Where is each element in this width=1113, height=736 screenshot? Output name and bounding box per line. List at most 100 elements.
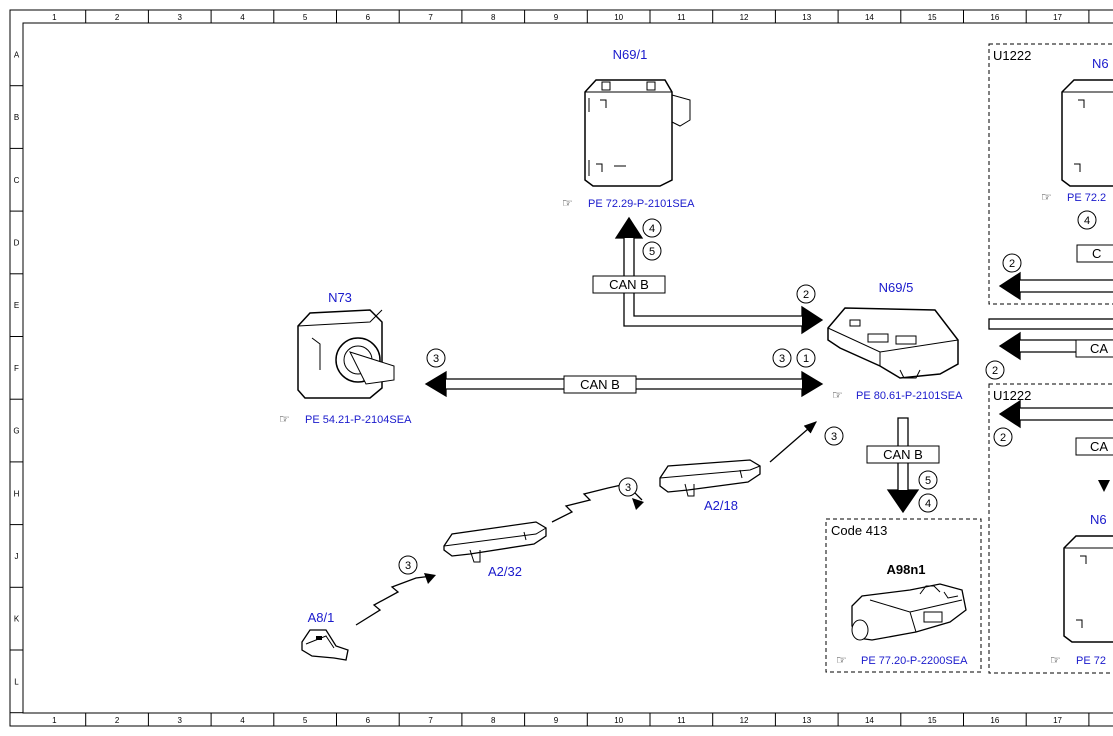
column-number: 12 [740, 13, 749, 22]
svg-text:4: 4 [925, 498, 931, 510]
column-number: 3 [178, 13, 183, 22]
column-number: 2 [115, 13, 120, 22]
n69-1-label: N69/1 [613, 47, 648, 62]
marker-4-top: 4 [642, 218, 662, 238]
n73-ref-text: PE 54.21-P-2104SEA [305, 414, 412, 426]
column-number: 6 [366, 716, 371, 725]
n69-5-ref: ☞ PE 80.61-P-2101SEA [832, 388, 963, 402]
column-number: 10 [614, 716, 623, 725]
svg-text:4: 4 [1084, 215, 1090, 227]
a98n1-motor [851, 583, 967, 641]
column-number: 16 [990, 13, 999, 22]
column-number: 5 [303, 716, 308, 725]
row-letter: C [14, 176, 20, 185]
pointing-hand-icon: ☞ [1050, 653, 1061, 667]
pointing-hand-icon: ☞ [836, 653, 847, 667]
marker-2-right-top: 2 [1002, 253, 1022, 273]
row-letter: E [14, 301, 19, 310]
n6-bottom-label: N6 [1090, 512, 1107, 527]
code-413-box: Code 413 [825, 518, 982, 673]
n6-bottom-ref: ☞ PE 72 [1050, 653, 1106, 667]
marker-2-n69-5: 2 [796, 284, 816, 304]
pointing-hand-icon: ☞ [832, 388, 843, 402]
u1222-bottom-label: U1222 [993, 388, 1031, 403]
n69-1-ref: ☞ PE 72.29-P-2101SEA [562, 196, 695, 210]
column-number: 16 [990, 716, 999, 725]
can-right-mid-upper-connector [988, 318, 1113, 330]
marker-5-down: 5 [918, 470, 938, 490]
column-number: 3 [178, 716, 183, 725]
column-number: 6 [366, 13, 371, 22]
n69-5-ref-text: PE 80.61-P-2101SEA [856, 390, 963, 402]
n69-5-label: N69/5 [879, 280, 914, 295]
n6-bottom-ref-text: PE 72 [1076, 655, 1106, 667]
column-number: 9 [554, 716, 559, 725]
n73-ref: ☞ PE 54.21-P-2104SEA [279, 412, 412, 426]
marker-3-arrow: 3 [824, 426, 844, 446]
n73-ignition-switch [297, 309, 395, 399]
can-labels: CAN B CAN B CAN B CA C CA [563, 244, 1113, 464]
row-letter: J [15, 552, 19, 561]
marker-5-top: 5 [642, 241, 662, 261]
column-number: 10 [614, 13, 623, 22]
column-number: 8 [491, 716, 496, 725]
can-b-label-mid: CAN B [580, 377, 620, 392]
column-number: 15 [928, 716, 937, 725]
a8-1-key-fob [301, 629, 349, 661]
column-number: 5 [303, 13, 308, 22]
svg-text:3: 3 [779, 353, 785, 365]
column-number: 4 [240, 716, 245, 725]
row-letter: B [14, 113, 19, 122]
svg-text:3: 3 [831, 431, 837, 443]
column-number: 7 [428, 13, 433, 22]
n6-top-module [1061, 79, 1113, 187]
svg-text:1: 1 [803, 353, 809, 365]
u1222-bottom-box: U1222 [988, 383, 1113, 674]
row-letter: A [14, 50, 20, 59]
arrowheads [426, 218, 1110, 512]
n69-5-module [827, 307, 959, 379]
row-letter: G [13, 427, 19, 436]
code-413-label: Code 413 [831, 523, 887, 538]
n6-top-ref-text: PE 72.2 [1067, 192, 1106, 204]
n69-1-module [584, 79, 691, 187]
row-letter: K [14, 615, 20, 624]
a2-18-label: A2/18 [704, 498, 738, 513]
column-number: 2 [115, 716, 120, 725]
a2-18-antenna [659, 459, 761, 497]
marker-2-right-bot: 2 [993, 427, 1013, 447]
column-number: 13 [802, 13, 811, 22]
marker-4-down: 4 [918, 493, 938, 513]
column-number: 11 [677, 13, 686, 22]
column-number: 7 [428, 716, 433, 725]
svg-text:4: 4 [649, 223, 655, 235]
a2-32-label: A2/32 [488, 564, 522, 579]
u1222-top-label: U1222 [993, 48, 1031, 63]
row-letter: D [14, 238, 20, 247]
column-number: 4 [240, 13, 245, 22]
column-number: 12 [740, 716, 749, 725]
row-letter: F [14, 364, 19, 373]
svg-text:2: 2 [803, 289, 809, 301]
svg-text:3: 3 [405, 560, 411, 572]
a2-32-antenna [443, 521, 547, 563]
a8-1-label: A8/1 [308, 610, 335, 625]
pointing-hand-icon: ☞ [562, 196, 573, 210]
column-number: 17 [1053, 13, 1062, 22]
marker-1-a: 1 [796, 348, 816, 368]
link-a2-18-n69-5 [769, 421, 817, 463]
column-number: 11 [677, 716, 686, 725]
radio-link-a8-1-a2-32 [355, 575, 433, 626]
marker-3-a: 3 [772, 348, 792, 368]
column-number: 1 [52, 13, 57, 22]
can-label-right-1: CA [1090, 341, 1108, 356]
svg-text:5: 5 [649, 246, 655, 258]
svg-text:3: 3 [433, 353, 439, 365]
marker-2-right-mid: 2 [985, 360, 1005, 380]
n73-label: N73 [328, 290, 352, 305]
column-number: 14 [865, 13, 874, 22]
pointing-hand-icon: ☞ [279, 412, 290, 426]
